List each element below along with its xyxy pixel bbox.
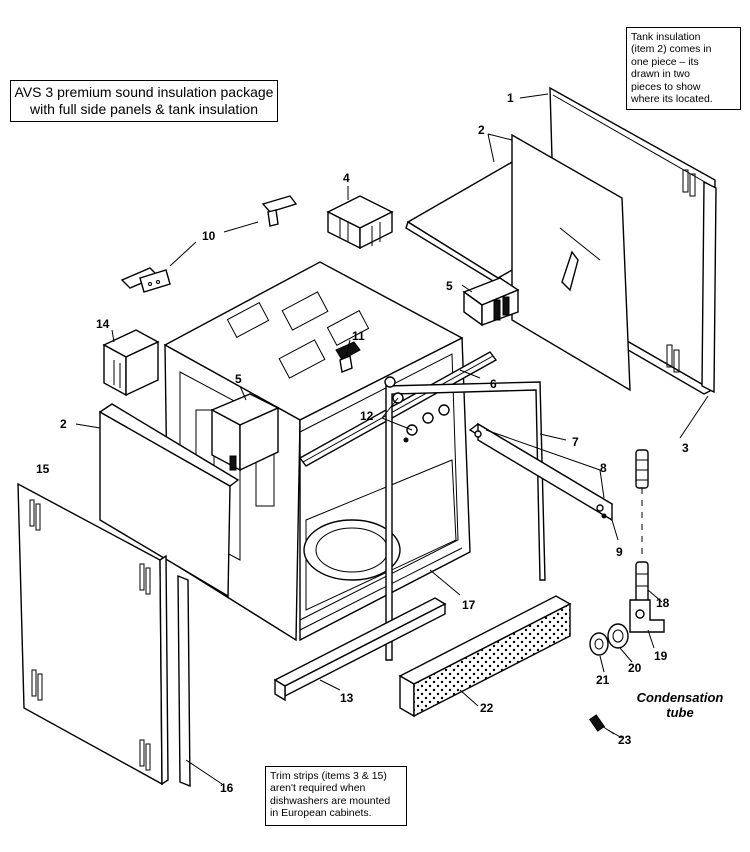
part-2-tank-insulation-top xyxy=(405,133,631,392)
callout-5-lower: 5 xyxy=(235,372,242,386)
callout-2-upper: 2 xyxy=(478,123,485,137)
part-14-side-bracket xyxy=(102,329,160,397)
trim-note-line: aren't required when xyxy=(270,782,366,795)
package-title-line-1: AVS 3 premium sound insulation package xyxy=(14,84,274,100)
part-4-hinge-block xyxy=(326,195,394,250)
part-8-rail xyxy=(468,422,614,522)
trim-note-line: dishwashers are mounted xyxy=(270,794,391,807)
callout-8: 8 xyxy=(600,461,607,475)
trim-note-line: in European cabinets. xyxy=(270,807,372,820)
callout-2-lower: 2 xyxy=(60,417,67,431)
tank-note-line: where its located. xyxy=(631,93,713,106)
part-18-condensation-tube xyxy=(635,449,649,603)
tank-note-line: Tank insulation xyxy=(631,31,701,43)
part-16-trim-strip-left xyxy=(177,574,191,788)
part-13-toe-bracket xyxy=(273,597,447,702)
tank-insulation-note: Tank insulation (item 2) comes in one pi… xyxy=(626,27,741,110)
condensation-label-line-2: tube xyxy=(666,705,694,720)
part-5-bracket-lower xyxy=(210,393,280,472)
callout-7: 7 xyxy=(572,435,579,449)
callout-5-upper: 5 xyxy=(446,279,453,293)
callout-12: 12 xyxy=(360,409,374,423)
condensation-label-line-1: Condensation xyxy=(636,690,724,705)
part-7-seal-frame xyxy=(385,381,546,661)
callout-14: 14 xyxy=(96,317,110,331)
callout-3: 3 xyxy=(682,441,689,455)
tank-note-line: pieces to show xyxy=(631,80,701,93)
package-title-box: AVS 3 premium sound insulation package w… xyxy=(10,80,278,122)
part-3-trim-strip-right xyxy=(701,180,717,394)
part-10-brackets xyxy=(120,195,298,293)
condensation-tube-label: Condensation tube xyxy=(628,690,732,720)
callout-22: 22 xyxy=(480,701,494,715)
callout-4: 4 xyxy=(343,171,350,185)
callout-11: 11 xyxy=(352,329,365,343)
callout-19: 19 xyxy=(654,649,668,663)
callout-23: 23 xyxy=(618,733,632,747)
callout-10: 10 xyxy=(202,229,216,243)
callout-20: 20 xyxy=(628,661,642,675)
trim-strips-note: Trim strips (items 3 & 15) aren't requir… xyxy=(265,766,407,826)
package-title-line-2: with full side panels & tank insulation xyxy=(29,101,259,117)
callout-6: 6 xyxy=(490,377,497,391)
callout-9: 9 xyxy=(616,545,623,559)
callout-16: 16 xyxy=(220,781,234,795)
callout-numbers: 1 2 2 3 4 5 5 6 7 8 9 10 11 12 13 14 15 … xyxy=(36,91,689,795)
part-21-nut xyxy=(589,632,609,656)
leader-lines xyxy=(75,93,709,785)
part-15-left-side-panel xyxy=(17,482,169,786)
part-2-tank-insulation-left xyxy=(98,403,240,598)
callout-1: 1 xyxy=(507,91,514,105)
part-22-kickplate xyxy=(398,595,572,718)
part-11-clip xyxy=(335,341,361,373)
part-5-bracket-upper xyxy=(462,277,520,327)
callout-13: 13 xyxy=(340,691,354,705)
tank-note-line: one piece – its xyxy=(631,55,699,68)
part-20-washer xyxy=(607,623,629,649)
tank-note-line: drawn in two xyxy=(631,68,690,81)
callout-15: 15 xyxy=(36,462,50,476)
tank-note-line: (item 2) comes in xyxy=(631,43,712,56)
trim-note-line: Trim strips (items 3 & 15) xyxy=(270,770,387,782)
callout-18: 18 xyxy=(656,596,670,610)
callout-21: 21 xyxy=(596,673,610,687)
part-19-elbow-fitting xyxy=(629,599,665,633)
callout-17: 17 xyxy=(462,598,476,612)
